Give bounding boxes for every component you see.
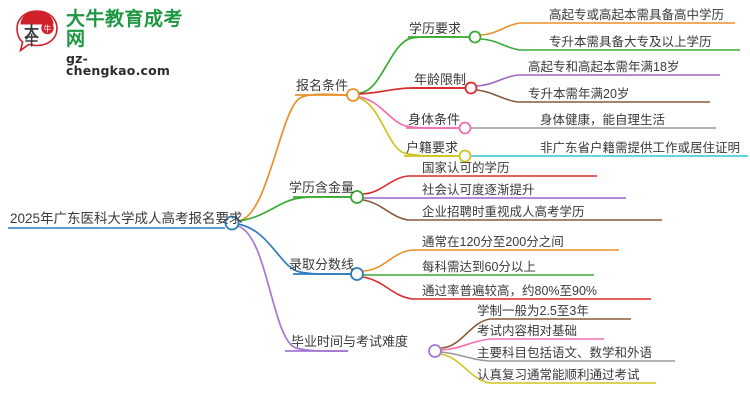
edge-root-to-biye	[237, 225, 349, 352]
node-dot-xueli[interactable]	[468, 30, 482, 44]
leaf-label-fenshuxian-1[interactable]: 通常在120分至200分之间	[422, 235, 564, 249]
leaf-label-hanjinliang-2[interactable]: 社会认可度逐渐提升	[422, 183, 535, 197]
logo-title: 大牛教育成考网	[66, 8, 184, 50]
node-dot-baoming[interactable]	[346, 88, 360, 102]
node-dot-fenshuxian[interactable]	[350, 267, 364, 281]
edge-biye-leaf-4	[440, 353, 656, 384]
site-logo: 牛 大 牛 大牛教育成考网 gz-chengkao.com	[14, 6, 189, 77]
edge-biye-leaf-1	[440, 318, 631, 349]
edge-baoming-to-nianling	[358, 87, 465, 95]
sub-branch-label-huji-yaoqiu[interactable]: 户籍要求	[406, 140, 459, 155]
leaf-label-hanjinliang-1[interactable]: 国家认可的学历	[422, 161, 510, 175]
branch-label-biye-kaoshi[interactable]: 毕业时间与考试难度	[291, 334, 409, 349]
node-dot-root[interactable]	[224, 215, 240, 231]
edge-xueli-leaf-1	[480, 22, 735, 36]
root-node-label[interactable]: 2025年广东医科大学成人高考报名要求	[10, 211, 243, 226]
edge-root-to-hanjinliang	[237, 195, 351, 222]
leaf-label-hanjinliang-3[interactable]: 企业招聘时重视成人高考学历	[422, 205, 585, 219]
edge-biye-leaf-3	[440, 351, 675, 362]
branch-label-luqu-fenshuxian[interactable]: 录取分数线	[289, 257, 355, 272]
leaf-label-xueli-1[interactable]: 高起专或高起本需具备高中学历	[549, 8, 725, 22]
leaf-label-biye-2[interactable]: 考试内容相对基础	[477, 324, 578, 338]
edge-nianling-leaf-1	[476, 74, 720, 87]
edge-hanjinliang-leaf-3	[362, 199, 662, 221]
node-dot-huji[interactable]	[458, 149, 472, 163]
sub-branch-label-nianling-xianzhi[interactable]: 年龄限制	[414, 72, 467, 87]
leaf-label-huji-1[interactable]: 非广东省户籍需提供工作或居住证明	[540, 141, 741, 155]
logo-text-group: 大牛教育成考网 gz-chengkao.com	[66, 8, 189, 79]
edge-root-to-baoming	[237, 93, 349, 222]
svg-text:牛: 牛	[44, 23, 52, 33]
sub-branch-label-shenti-tiaojian[interactable]: 身体条件	[408, 112, 461, 127]
sub-branch-label-xueli-yaoqiu[interactable]: 学历要求	[409, 21, 462, 36]
edge-biye-leaf-2	[440, 338, 604, 351]
leaf-label-biye-1[interactable]: 学制一般为2.5至3年	[477, 304, 589, 318]
leaf-label-biye-3[interactable]: 主要科目包括语文、数学和外语	[477, 346, 653, 360]
node-dot-shenti[interactable]	[458, 121, 472, 135]
logo-mark-label: 大	[24, 23, 39, 41]
svg-text:牛: 牛	[25, 33, 38, 49]
leaf-label-fenshuxian-2[interactable]: 每科需达到60分以上	[422, 260, 536, 274]
logo-subtitle-url: gz-chengkao.com	[66, 50, 171, 79]
node-dot-nianling[interactable]	[464, 81, 478, 95]
leaf-label-biye-4[interactable]: 认真复习通常能顺利通过考试	[477, 368, 640, 382]
edge-xueli-leaf-2	[480, 38, 740, 51]
node-dot-biye[interactable]	[428, 344, 442, 358]
edge-hanjinliang-leaf-1	[362, 175, 597, 195]
leaf-label-xueli-2[interactable]: 专升本需具备大专及以上学历	[549, 35, 712, 49]
edge-fenshuxian-leaf-1	[362, 249, 619, 272]
leaf-label-nianling-1[interactable]: 高起专和高起本需年满18岁	[528, 60, 680, 74]
branch-label-baoming-tiaojian[interactable]: 报名条件	[296, 78, 349, 93]
edge-fenshuxian-leaf-3	[362, 276, 651, 300]
edge-nianling-leaf-2	[476, 89, 710, 103]
node-dot-hanjinliang[interactable]	[350, 190, 364, 204]
branch-label-xueli-hanjinliang[interactable]: 学历含金量	[289, 180, 355, 195]
leaf-label-shenti-1[interactable]: 身体健康，能自理生活	[540, 113, 666, 127]
logo-mark-icon: 牛 大 牛	[16, 10, 58, 53]
leaf-label-nianling-2[interactable]: 专升本需年满20岁	[528, 87, 630, 101]
leaf-label-fenshuxian-3[interactable]: 通过率普遍较高，约80%至90%	[422, 284, 598, 298]
